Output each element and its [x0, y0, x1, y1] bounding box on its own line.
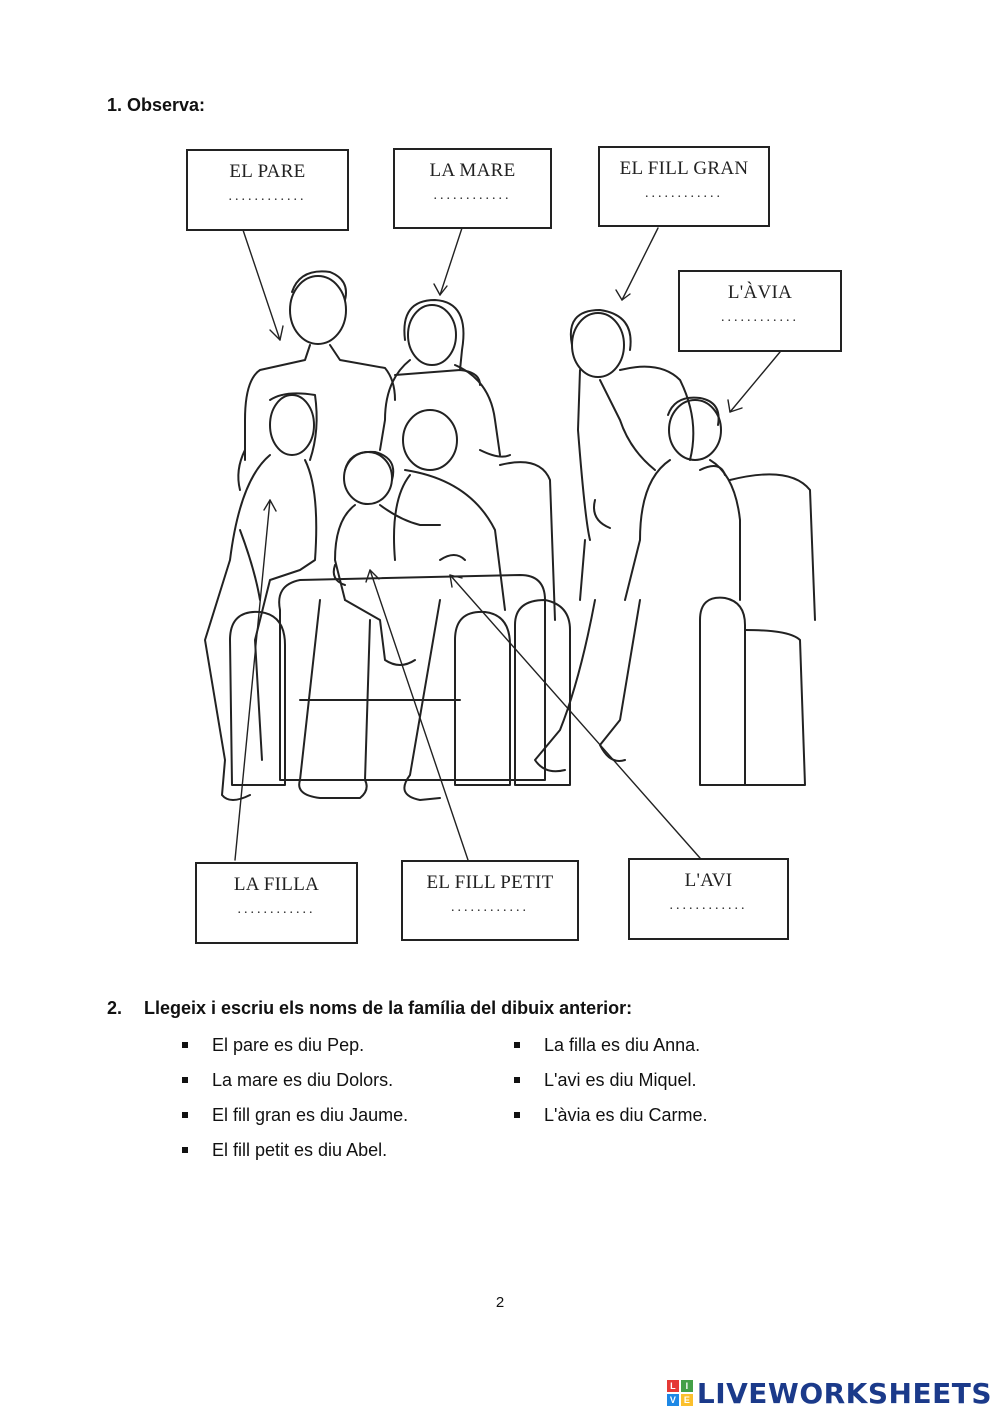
label-box-l-avi: L'AVI ............	[628, 858, 789, 940]
answer-blank-l-avia[interactable]: ............	[721, 310, 799, 325]
list-item-text: El fill gran es diu Jaume.	[212, 1105, 409, 1125]
list-item-text: El pare es diu Pep.	[212, 1035, 365, 1055]
bullet-icon	[182, 1077, 188, 1083]
liveworksheets-logo[interactable]: L I V E LIVEWORKSHEETS	[666, 1376, 992, 1410]
names-list-left: El pare es diu Pep. La mare es diu Dolor…	[182, 1034, 408, 1174]
figure-little-son	[332, 450, 441, 666]
figure-grandfather	[393, 409, 506, 611]
badge-letter: L	[666, 1380, 679, 1392]
list-item: L'àvia es diu Carme.	[514, 1104, 708, 1139]
label-box-el-pare: EL PARE ............	[186, 149, 349, 231]
exercise-2-title: Llegeix i escriu els noms de la família …	[144, 998, 633, 1018]
exercise-1-heading: 1. Observa:	[107, 95, 206, 115]
bullet-icon	[182, 1112, 188, 1118]
label-box-el-fill-petit: EL FILL PETIT ............	[401, 860, 579, 941]
badge-letter: E	[680, 1394, 693, 1406]
armchair-right	[514, 473, 816, 786]
list-item: La mare es diu Dolors.	[182, 1069, 408, 1104]
bullet-icon	[514, 1077, 520, 1083]
liveworksheets-badge-icon: L I V E	[666, 1380, 693, 1406]
figure-older-son	[569, 309, 695, 601]
list-item-text: L'àvia es diu Carme.	[544, 1105, 708, 1125]
label-box-l-avia: L'ÀVIA ............	[678, 270, 842, 352]
exercise-2-heading: 2. Llegeix i escriu els noms de la famíli…	[107, 998, 632, 1019]
list-item-text: El fill petit es diu Abel.	[212, 1140, 388, 1160]
answer-blank-la-mare[interactable]: ............	[433, 188, 512, 203]
badge-letter: V	[666, 1394, 679, 1406]
list-item: El fill petit es diu Abel.	[182, 1139, 408, 1174]
list-item: La filla es diu Anna.	[514, 1034, 708, 1069]
label-l-avi: L'AVI	[684, 870, 733, 891]
label-l-avia: L'ÀVIA	[727, 282, 793, 303]
answer-blank-l-avi[interactable]: ............	[669, 898, 748, 913]
answer-blank-la-filla[interactable]: ............	[237, 902, 316, 917]
label-la-filla: LA FILLA	[233, 874, 320, 895]
list-item-text: La mare es diu Dolors.	[212, 1070, 394, 1090]
answer-blank-el-fill-petit[interactable]: ............	[451, 900, 529, 915]
figure-mother	[379, 299, 511, 458]
family-illustration	[204, 227, 816, 861]
sofa-left	[229, 461, 556, 786]
label-box-el-fill-gran: EL FILL GRAN ............	[598, 146, 770, 227]
list-item: L'avi es diu Miquel.	[514, 1069, 708, 1104]
bullet-icon	[514, 1042, 520, 1048]
badge-letter: I	[680, 1380, 693, 1392]
pointer-arrows	[234, 227, 781, 861]
list-item-text: L'avi es diu Miquel.	[544, 1070, 697, 1090]
list-item: El fill gran es diu Jaume.	[182, 1104, 408, 1139]
label-la-mare: LA MARE	[429, 160, 516, 181]
answer-blank-el-pare[interactable]: ............	[228, 189, 307, 204]
figure-father	[237, 270, 481, 801]
exercise-2-number: 2.	[107, 998, 123, 1018]
label-el-fill-gran: EL FILL GRAN	[619, 158, 749, 179]
list-item: El pare es diu Pep.	[182, 1034, 408, 1069]
liveworksheets-brand: LIVEWORKSHEETS	[696, 1376, 992, 1410]
figure-daughter	[204, 392, 318, 801]
label-box-la-mare: LA MARE ............	[393, 148, 552, 229]
bullet-icon	[182, 1147, 188, 1153]
bullet-icon	[514, 1112, 520, 1118]
label-box-la-filla: LA FILLA ............	[195, 862, 358, 944]
figure-grandmother	[534, 379, 741, 773]
list-item-text: La filla es diu Anna.	[544, 1035, 701, 1055]
names-list-right: La filla es diu Anna. L'avi es diu Mique…	[514, 1034, 708, 1139]
page-number: 2	[495, 1294, 505, 1311]
bullet-icon	[182, 1042, 188, 1048]
label-el-fill-petit: EL FILL PETIT	[426, 872, 554, 893]
label-el-pare: EL PARE	[229, 161, 306, 182]
answer-blank-el-fill-gran[interactable]: ............	[645, 186, 723, 201]
